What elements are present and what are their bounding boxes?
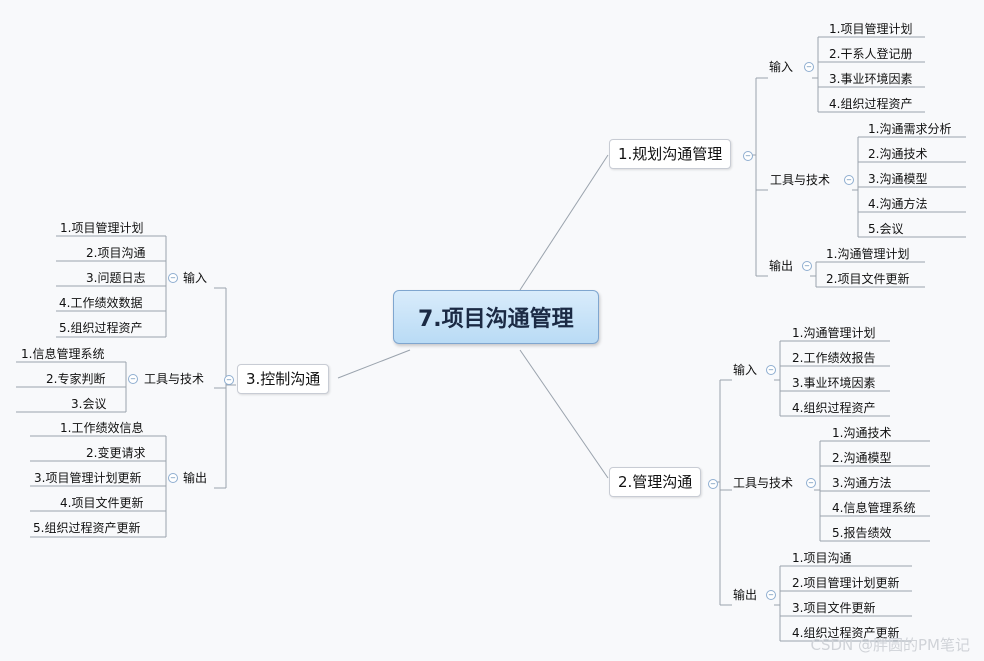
control-input-item[interactable]: 1.项目管理计划: [60, 221, 144, 235]
collapse-toggle-icon[interactable]: −: [708, 479, 718, 489]
collapse-toggle-icon[interactable]: −: [224, 375, 234, 385]
collapse-toggle-icon[interactable]: −: [128, 374, 138, 384]
control-input-item[interactable]: 4.工作绩效数据: [59, 296, 143, 310]
watermark: CSDN @胖圆的PM笔记: [810, 636, 970, 654]
control-output-item[interactable]: 2.变更请求: [86, 446, 146, 460]
plan-tools-label[interactable]: 工具与技术: [770, 173, 831, 187]
manage-tools-item[interactable]: 5.报告绩效: [832, 526, 892, 540]
plan-output-item[interactable]: 2.项目文件更新: [826, 272, 910, 286]
control-output-item[interactable]: 3.项目管理计划更新: [34, 471, 142, 485]
manage-input-item[interactable]: 3.事业环境因素: [792, 376, 876, 390]
control-input-item[interactable]: 3.问题日志: [86, 271, 146, 285]
collapse-toggle-icon[interactable]: −: [806, 478, 816, 488]
control-tools-label[interactable]: 工具与技术: [144, 372, 205, 386]
plan-input-item[interactable]: 3.事业环境因素: [829, 72, 913, 86]
branch-plan-communications[interactable]: 1.规划沟通管理: [609, 139, 732, 169]
plan-tools-item[interactable]: 4.沟通方法: [868, 197, 928, 211]
plan-tools-item[interactable]: 5.会议: [868, 222, 904, 236]
manage-input-item[interactable]: 4.组织过程资产: [792, 401, 876, 415]
collapse-toggle-icon[interactable]: −: [802, 261, 812, 271]
branch-control-communications[interactable]: 3.控制沟通: [237, 364, 330, 394]
manage-output-item[interactable]: 2.项目管理计划更新: [792, 576, 900, 590]
control-output-label[interactable]: 输出: [183, 471, 208, 485]
collapse-toggle-icon[interactable]: −: [168, 473, 178, 483]
plan-tools-item[interactable]: 1.沟通需求分析: [868, 122, 952, 136]
collapse-toggle-icon[interactable]: −: [766, 590, 776, 600]
control-input-item[interactable]: 2.项目沟通: [86, 246, 146, 260]
collapse-toggle-icon[interactable]: −: [743, 151, 753, 161]
plan-input-item[interactable]: 2.干系人登记册: [829, 47, 913, 61]
control-tools-item[interactable]: 3.会议: [71, 397, 107, 411]
control-output-item[interactable]: 5.组织过程资产更新: [33, 521, 141, 535]
manage-output-item[interactable]: 1.项目沟通: [792, 551, 852, 565]
plan-input-item[interactable]: 1.项目管理计划: [829, 22, 913, 36]
collapse-toggle-icon[interactable]: −: [766, 365, 776, 375]
plan-output-label[interactable]: 输出: [769, 259, 794, 273]
plan-input-item[interactable]: 4.组织过程资产: [829, 97, 913, 111]
collapse-toggle-icon[interactable]: −: [168, 273, 178, 283]
manage-tools-item[interactable]: 2.沟通模型: [832, 451, 892, 465]
manage-output-label[interactable]: 输出: [733, 588, 758, 602]
manage-output-item[interactable]: 4.组织过程资产更新: [792, 626, 900, 640]
collapse-toggle-icon[interactable]: −: [804, 62, 814, 72]
plan-tools-item[interactable]: 2.沟通技术: [868, 147, 928, 161]
plan-tools-item[interactable]: 3.沟通模型: [868, 172, 928, 186]
manage-tools-item[interactable]: 1.沟通技术: [832, 426, 892, 440]
collapse-toggle-icon[interactable]: −: [844, 175, 854, 185]
manage-tools-item[interactable]: 4.信息管理系统: [832, 501, 916, 515]
control-output-item[interactable]: 4.项目文件更新: [60, 496, 144, 510]
control-input-label[interactable]: 输入: [183, 271, 208, 285]
central-topic[interactable]: 7.项目沟通管理: [393, 290, 599, 344]
control-output-item[interactable]: 1.工作绩效信息: [60, 421, 144, 435]
control-input-item[interactable]: 5.组织过程资产: [59, 321, 143, 335]
manage-input-label[interactable]: 输入: [733, 363, 758, 377]
manage-output-item[interactable]: 3.项目文件更新: [792, 601, 876, 615]
manage-tools-item[interactable]: 3.沟通方法: [832, 476, 892, 490]
control-tools-item[interactable]: 2.专家判断: [46, 372, 106, 386]
control-tools-item[interactable]: 1.信息管理系统: [21, 347, 105, 361]
plan-output-item[interactable]: 1.沟通管理计划: [826, 247, 910, 261]
manage-input-item[interactable]: 1.沟通管理计划: [792, 326, 876, 340]
manage-tools-label[interactable]: 工具与技术: [733, 476, 794, 490]
branch-manage-communications[interactable]: 2.管理沟通: [609, 467, 702, 497]
plan-input-label[interactable]: 输入: [769, 60, 794, 74]
manage-input-item[interactable]: 2.工作绩效报告: [792, 351, 876, 365]
